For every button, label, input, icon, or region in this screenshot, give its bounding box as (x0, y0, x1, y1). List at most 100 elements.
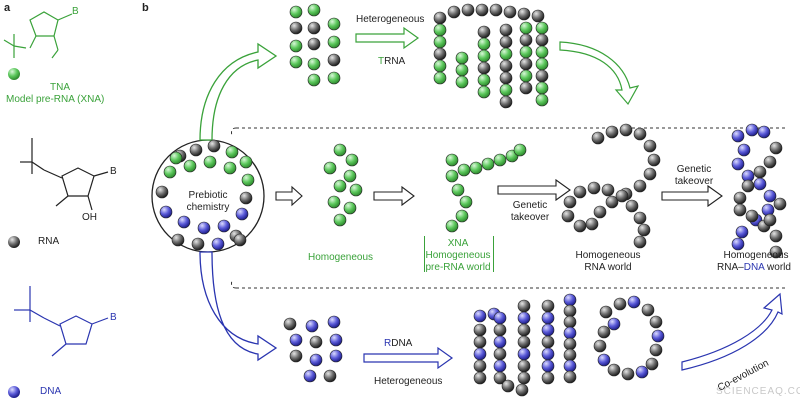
blue-nucleotide-sphere (735, 225, 749, 239)
gray-nucleotide-sphere (477, 25, 491, 39)
blue-nucleotide-sphere (737, 143, 751, 157)
arrow-to-bottom-path (199, 251, 278, 362)
gray-nucleotide-sphere (741, 179, 755, 193)
green-nucleotide-sphere (289, 39, 303, 53)
green-nucleotide-sphere (433, 35, 447, 49)
gray-nucleotide-sphere (607, 363, 621, 377)
blue-nucleotide-sphere (309, 353, 323, 367)
green-nucleotide-sphere (223, 161, 237, 175)
green-nucleotide-sphere (535, 57, 549, 71)
takeover2-line1: Genetic (676, 164, 712, 175)
gray-nucleotide-sphere (637, 223, 651, 237)
blue-nucleotide-sphere (473, 347, 487, 361)
blue-nucleotide-sphere (563, 359, 577, 373)
green-nucleotide-sphere (433, 71, 447, 85)
blue-nucleotide-sphere (731, 237, 745, 251)
gray-nucleotide-sphere (307, 37, 321, 51)
gray-nucleotide-sphere (519, 57, 533, 71)
rna-legend-sphere (8, 236, 20, 248)
gray-nucleotide-sphere (541, 371, 555, 385)
rna-world-line2: RNA world (584, 262, 632, 273)
gray-nucleotide-sphere (307, 21, 321, 35)
gray-nucleotide-sphere (605, 125, 619, 139)
dna-legend-sphere (8, 386, 20, 398)
green-nucleotide-sphere (535, 93, 549, 107)
rna-oh-atom: OH (82, 212, 97, 223)
green-nucleotide-sphere (289, 55, 303, 69)
green-nucleotide-sphere (499, 47, 513, 61)
rdna-prefix: R (384, 338, 392, 349)
gray-nucleotide-sphere (475, 3, 489, 17)
blue-nucleotide-sphere (473, 309, 487, 323)
gray-nucleotide-sphere (499, 71, 513, 85)
blue-nucleotide-sphere (329, 349, 343, 363)
gray-nucleotide-sphere (541, 335, 555, 349)
gray-nucleotide-sphere (171, 233, 185, 247)
blue-nucleotide-sphere (303, 369, 317, 383)
blue-nucleotide-sphere (541, 323, 555, 337)
xna-label-line2: Homogeneous (425, 250, 491, 261)
gray-nucleotide-sphere (207, 139, 221, 153)
gray-nucleotide-sphere (563, 315, 577, 329)
gray-nucleotide-sphere (477, 61, 491, 75)
dna-structure (14, 286, 109, 357)
green-nucleotide-sphere (241, 173, 255, 187)
gray-nucleotide-sphere (593, 205, 607, 219)
xna-label-line3: pre-RNA world (425, 262, 491, 273)
green-nucleotide-sphere (513, 143, 527, 157)
blue-nucleotide-sphere (493, 311, 507, 325)
prebiotic-label-line2: chemistry (186, 202, 230, 213)
gray-nucleotide-sphere (563, 370, 577, 384)
arrow-top-to-rna-world (559, 41, 640, 106)
gray-nucleotide-sphere (499, 59, 513, 73)
gray-nucleotide-sphere (633, 211, 647, 225)
green-nucleotide-sphere (481, 157, 495, 171)
gray-nucleotide-sphere (643, 167, 657, 181)
gray-nucleotide-sphere (515, 383, 529, 397)
green-nucleotide-sphere (445, 153, 459, 167)
blue-nucleotide-sphere (177, 215, 191, 229)
takeover2-line2: takeover (674, 176, 714, 187)
gray-nucleotide-sphere (769, 141, 783, 155)
green-nucleotide-sphere (225, 145, 239, 159)
gray-nucleotide-sphere (615, 189, 629, 203)
green-nucleotide-sphere (455, 75, 469, 89)
trna-suffix: RNA (384, 56, 406, 67)
final-world-line1: Homogeneous (723, 250, 789, 261)
gray-nucleotide-sphere (563, 195, 577, 209)
green-nucleotide-sphere (519, 21, 533, 35)
arrow-genetic-takeover-2 (661, 184, 723, 208)
gray-nucleotide-sphere (573, 185, 587, 199)
gray-nucleotide-sphere (763, 213, 777, 227)
arrow-genetic-takeover-1 (497, 178, 571, 202)
gray-nucleotide-sphere (633, 179, 647, 193)
gray-nucleotide-sphere (233, 233, 247, 247)
gray-nucleotide-sphere (643, 139, 657, 153)
gray-nucleotide-sphere (447, 5, 461, 19)
green-nucleotide-sphere (535, 45, 549, 59)
green-nucleotide-sphere (183, 159, 197, 173)
gray-nucleotide-sphere (633, 127, 647, 141)
green-nucleotide-sphere (455, 51, 469, 65)
green-nucleotide-sphere (477, 85, 491, 99)
blue-nucleotide-sphere (731, 129, 745, 143)
green-nucleotide-sphere (457, 163, 471, 177)
tna-label: TNA (50, 82, 70, 93)
gray-nucleotide-sphere (541, 299, 555, 313)
tna-sublabel: Model pre-RNA (XNA) (6, 94, 105, 105)
green-nucleotide-sphere (307, 57, 321, 71)
gray-nucleotide-sphere (733, 191, 747, 205)
gray-nucleotide-sphere (239, 191, 253, 205)
blue-nucleotide-sphere (327, 315, 341, 329)
gray-nucleotide-sphere (573, 219, 587, 233)
green-nucleotide-sphere (203, 155, 217, 169)
rna-base-atom: B (110, 166, 117, 177)
tna-base-atom: B (72, 6, 79, 17)
blue-nucleotide-sphere (517, 311, 531, 325)
blue-nucleotide-sphere (607, 317, 621, 331)
green-nucleotide-sphere (345, 153, 359, 167)
gray-nucleotide-sphere (499, 35, 513, 49)
green-nucleotide-sphere (535, 21, 549, 35)
arrow-to-top-path (199, 42, 278, 141)
